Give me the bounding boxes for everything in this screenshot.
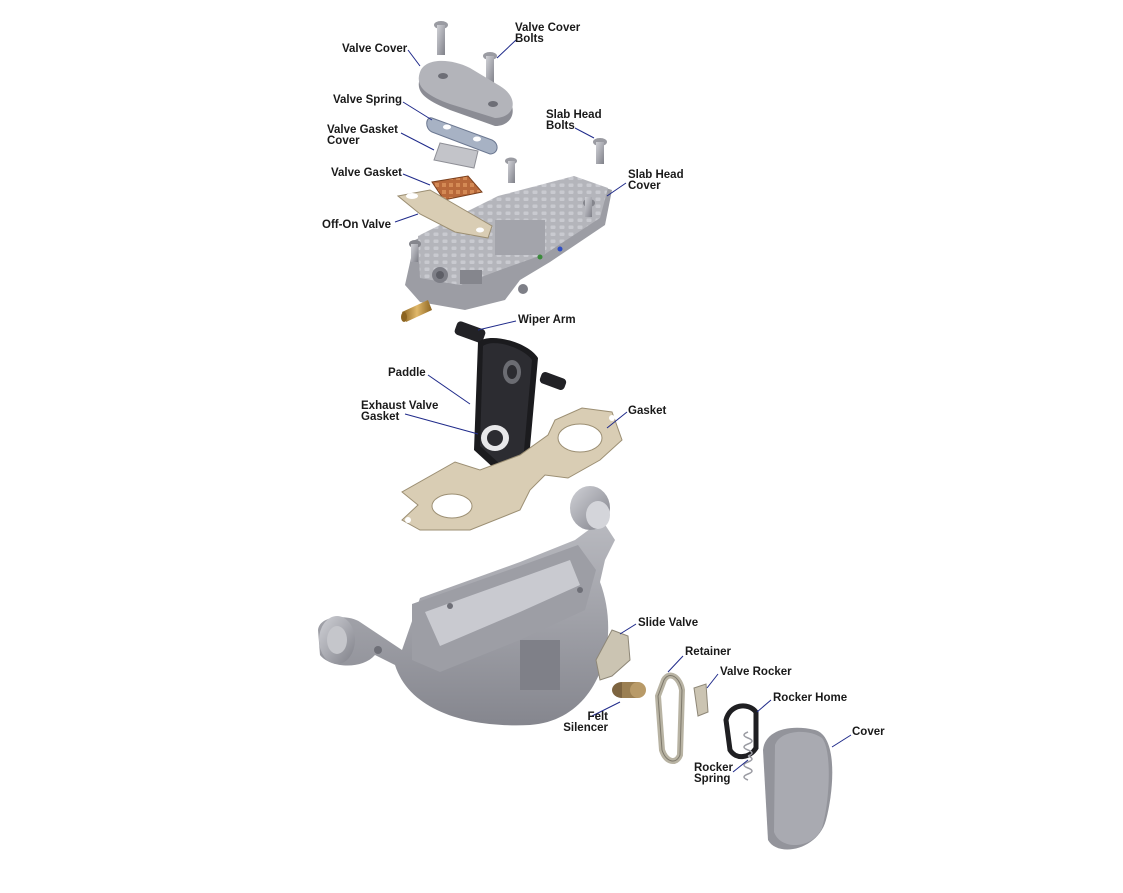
main-housing	[318, 486, 615, 726]
label-exhaust-valve-gasket-line2: Gasket	[361, 411, 400, 423]
slab-head-bolt	[593, 138, 607, 164]
leader-valve-gasket	[402, 173, 431, 186]
rocker-home	[723, 703, 759, 759]
label-rocker-spring-line2: Spring	[694, 773, 731, 785]
label-valve-cover-bolts: Valve Cover Bolts	[515, 22, 581, 45]
leader-retainer	[667, 655, 684, 673]
gasket	[401, 407, 623, 531]
label-felt-silencer: Felt Silencer	[550, 711, 608, 734]
leader-valve-gasket-cover	[400, 132, 435, 151]
leader-rocker-home	[756, 699, 772, 713]
exhaust-valve-gasket	[481, 425, 509, 451]
valve-cover	[418, 60, 513, 126]
label-paddle: Paddle	[388, 367, 426, 379]
valve-gasket-cover	[433, 142, 479, 169]
felt-silencer	[612, 682, 646, 698]
label-valve-cover-bolts-line1: Valve Cover	[515, 22, 581, 34]
label-slab-head-cover-line1: Slab Head	[628, 169, 684, 181]
leader-wiper-arm	[477, 320, 517, 331]
label-slide-valve: Slide Valve	[638, 617, 699, 629]
label-rocker-spring: Rocker Spring	[694, 762, 733, 785]
slab-head-bolt	[505, 157, 517, 183]
slide-valve	[595, 629, 631, 681]
label-valve-spring: Valve Spring	[333, 94, 403, 106]
leader-cover	[831, 734, 852, 748]
valve-gasket	[431, 175, 483, 201]
retainer	[654, 672, 686, 764]
label-valve-gasket: Valve Gasket	[331, 167, 402, 179]
label-rocker-spring-line1: Rocker	[694, 762, 733, 774]
label-felt-silencer-line1: Felt	[587, 711, 608, 723]
leader-valve-cover	[407, 49, 421, 67]
leader-valve-cover-bolts	[496, 39, 517, 59]
rocker-spring	[743, 731, 753, 781]
slab-head-cover	[405, 176, 612, 310]
leader-slide-valve	[619, 623, 637, 635]
cover	[763, 727, 833, 850]
leader-gasket	[606, 411, 628, 429]
label-rocker-home: Rocker Home	[773, 692, 848, 704]
label-slab-head-bolts: Slab Head Bolts	[546, 109, 602, 132]
label-cover: Cover	[852, 726, 885, 738]
label-exhaust-valve-gasket-line1: Exhaust Valve	[361, 400, 439, 412]
label-valve-gasket-cover: Valve Gasket Cover	[327, 124, 398, 147]
label-valve-rocker: Valve Rocker	[720, 666, 792, 678]
label-slab-head-cover: Slab Head Cover	[628, 169, 684, 192]
valve-rocker	[693, 683, 709, 717]
leader-rocker-spring	[732, 759, 749, 773]
leader-slab-head-cover	[606, 182, 627, 197]
label-exhaust-valve-gasket: Exhaust Valve Gasket	[361, 400, 439, 423]
leader-exhaust-valve-gasket	[404, 413, 479, 435]
label-retainer: Retainer	[685, 646, 732, 658]
label-slab-head-bolts-line2: Bolts	[546, 120, 575, 132]
leader-off-on-valve	[394, 213, 419, 223]
label-valve-gasket-cover-line2: Cover	[327, 135, 360, 147]
wiper-arm	[454, 321, 567, 390]
leader-valve-spring	[402, 101, 433, 121]
label-wiper-arm: Wiper Arm	[518, 314, 576, 326]
leader-valve-rocker	[706, 673, 719, 689]
label-off-on-valve: Off-On Valve	[322, 219, 392, 231]
leader-felt-silencer	[591, 701, 621, 717]
brass-fitting	[401, 300, 432, 322]
leader-lines	[394, 39, 852, 773]
label-valve-cover: Valve Cover	[342, 43, 408, 55]
label-gasket: Gasket	[628, 405, 667, 417]
leader-paddle	[427, 374, 471, 405]
label-slab-head-cover-line2: Cover	[628, 180, 661, 192]
label-valve-cover-bolts-line2: Bolts	[515, 33, 544, 45]
label-slab-head-bolts-line1: Slab Head	[546, 109, 602, 121]
off-on-valve	[396, 189, 493, 239]
valve-spring	[426, 117, 498, 155]
valve-cover-bolt	[434, 21, 448, 55]
valve-cover-bolt	[483, 52, 497, 84]
label-valve-gasket-cover-line1: Valve Gasket	[327, 124, 398, 136]
label-felt-silencer-line2: Silencer	[563, 722, 608, 734]
leader-slab-head-bolts	[574, 127, 595, 139]
